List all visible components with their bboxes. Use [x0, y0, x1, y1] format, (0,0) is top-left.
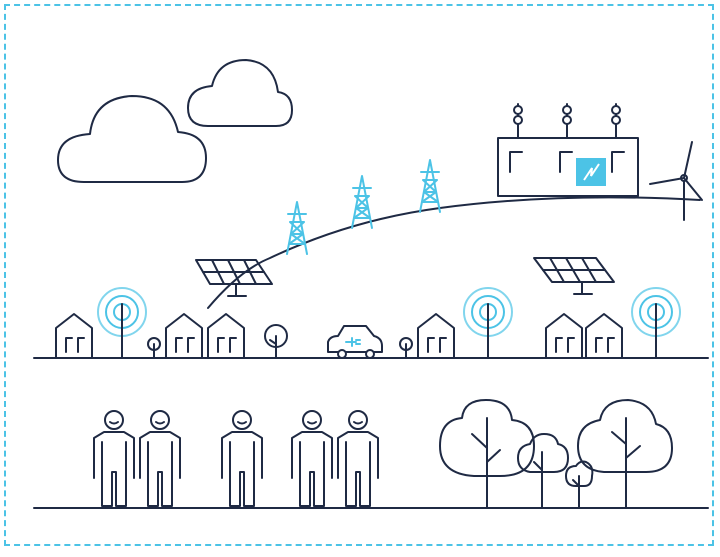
house-icon: [545, 313, 583, 359]
transmission-tower-icon: [351, 175, 373, 229]
house-icon: [585, 313, 623, 359]
person-icon: [221, 410, 263, 507]
solar-panel-icon: [533, 257, 615, 295]
transmission-tower-icon: [419, 159, 441, 213]
smart-meter-icon: [631, 287, 681, 359]
power-line-icon: [207, 196, 701, 309]
person-icon: [93, 410, 135, 507]
smart-meter-icon: [97, 287, 147, 359]
smart-meter-icon: [463, 287, 513, 359]
dashed-frame: [4, 4, 714, 546]
tree-icon: [439, 399, 535, 509]
substation-icon: [497, 103, 639, 197]
electric-car-icon: [327, 325, 383, 359]
tree-icon: [147, 337, 161, 359]
tree-icon: [517, 433, 569, 509]
tree-icon: [264, 324, 288, 359]
person-icon: [291, 410, 333, 507]
house-icon: [165, 313, 203, 359]
cloud-icon: [57, 95, 207, 183]
person-icon: [337, 410, 379, 507]
house-icon: [55, 313, 93, 359]
transmission-tower-icon: [286, 201, 308, 255]
tree-icon: [577, 399, 673, 509]
person-icon: [139, 410, 181, 507]
cloud-icon: [187, 59, 293, 127]
tree-icon: [399, 337, 413, 359]
house-icon: [417, 313, 455, 359]
house-icon: [207, 313, 245, 359]
solar-panel-icon: [195, 259, 273, 297]
wind-turbine-icon: [649, 141, 703, 221]
